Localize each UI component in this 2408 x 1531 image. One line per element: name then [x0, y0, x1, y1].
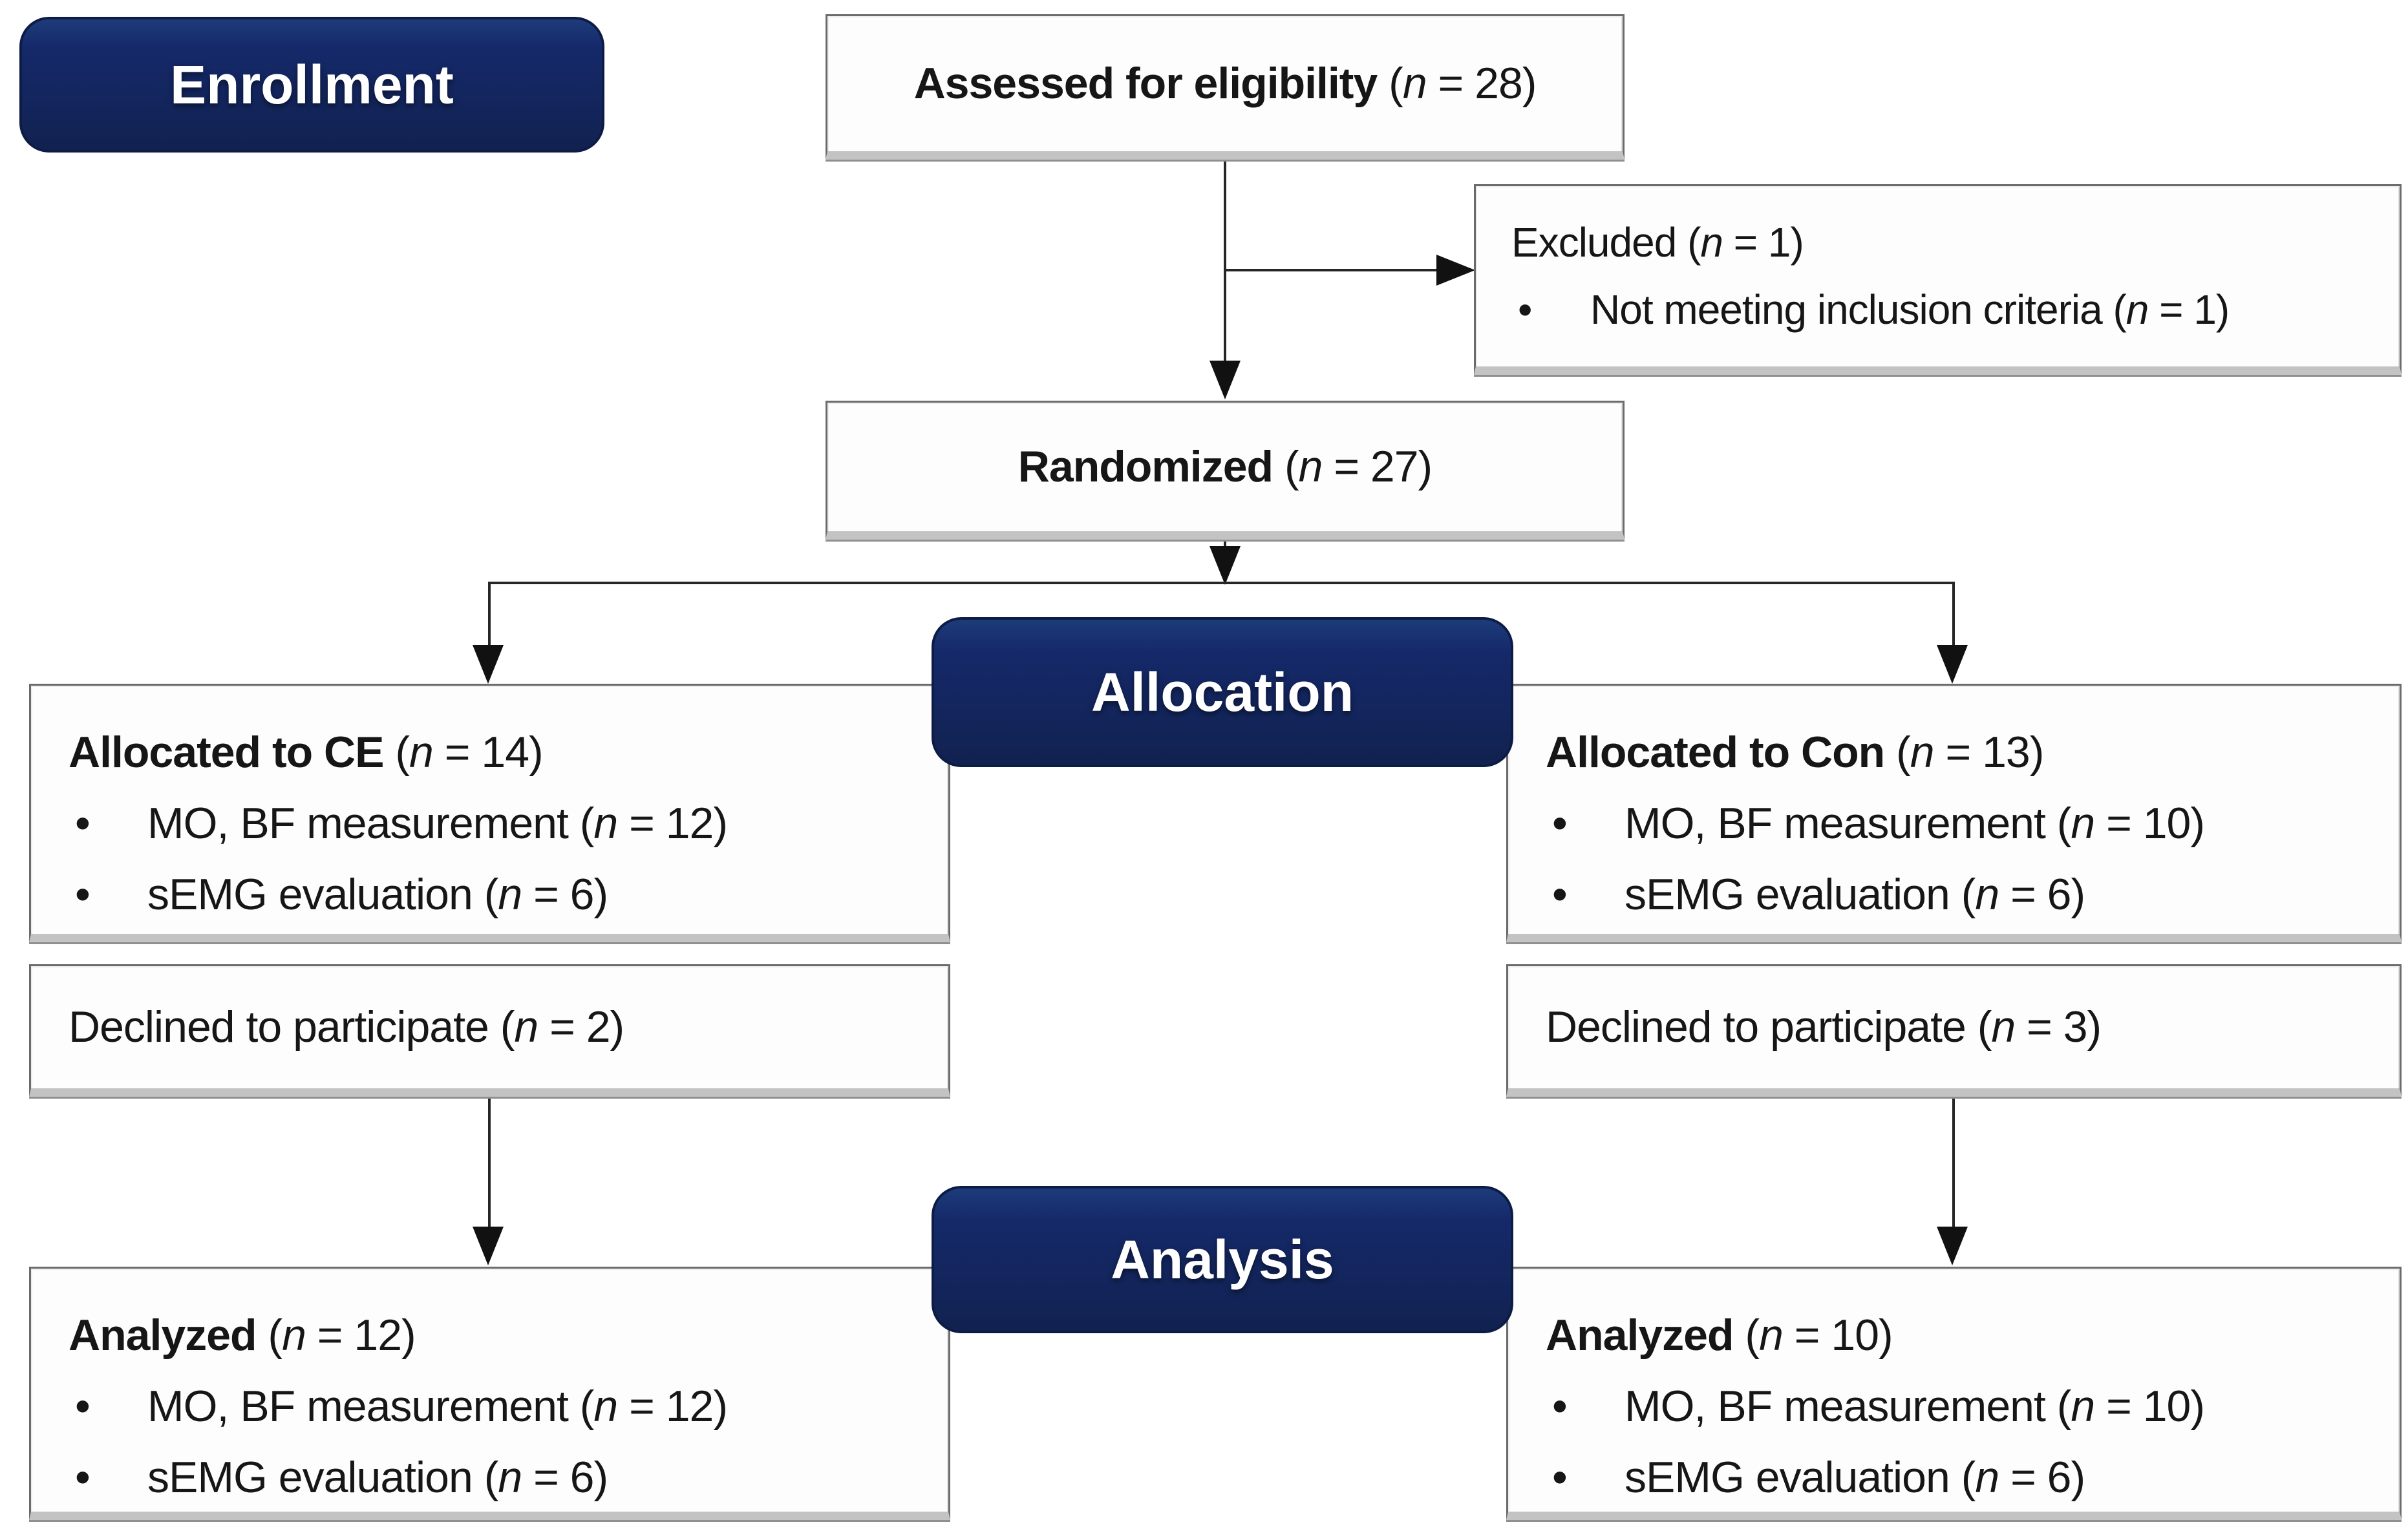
analysis-stage-badge: Analysis — [932, 1186, 1513, 1333]
line-text: Randomized (n = 27) — [1018, 442, 1433, 492]
bullet-marker: • — [75, 1453, 91, 1503]
bullet-marker: • — [1552, 870, 1568, 920]
randomized-box: Randomized (n = 27) — [826, 401, 1625, 540]
arrowhead-into-analyzed-con-icon — [1937, 1227, 1968, 1265]
bullet-marker: • — [75, 870, 91, 920]
allocation-stage-badge: Allocation — [932, 617, 1513, 767]
line-text: Declined to participate (n = 3) — [1546, 1002, 2102, 1052]
text-line: • MO, BF measurement (n = 12) — [69, 1371, 929, 1442]
line-text: sEMG evaluation (n = 6) — [1625, 870, 2085, 920]
bullet-marker: • — [1552, 799, 1568, 849]
line-text: Assessed for eligibility (n = 28) — [913, 59, 1537, 109]
line-text: MO, BF measurement (n = 10) — [1625, 799, 2205, 849]
bullet-marker: • — [75, 799, 91, 849]
connector-allocation-split — [489, 582, 1954, 584]
bullet-marker: • — [1518, 286, 1532, 333]
text-line: • sEMG evaluation (n = 6) — [1546, 1442, 2383, 1513]
text-line: • Not meeting inclusion criteria (n = 1) — [1511, 277, 2383, 344]
connector-split-to-allocated-ce — [488, 582, 491, 646]
arrowhead-into-allocated-ce-icon — [473, 645, 504, 684]
line-text: MO, BF measurement (n = 10) — [1625, 1382, 2205, 1431]
allocated-con-box: Allocated to Con (n = 13) • MO, BF measure… — [1506, 684, 2402, 942]
text-line: • MO, BF measurement (n = 10) — [1546, 1371, 2383, 1442]
line-text: MO, BF measurement (n = 12) — [147, 1382, 728, 1431]
declined-to-participate-ce-box: Declined to participate (n = 2) — [29, 964, 950, 1097]
connector-randomized-to-split — [1224, 540, 1226, 547]
text-line: Allocated to Con (n = 13) — [1546, 717, 2383, 788]
text-line: Declined to participate (n = 2) — [69, 991, 929, 1062]
text-line: Analyzed (n = 10) — [1546, 1300, 2383, 1371]
allocated-ce-box: Allocated to CE (n = 14) • MO, BF measurem… — [29, 684, 950, 942]
line-text: MO, BF measurement (n = 12) — [147, 799, 728, 849]
declined-to-participate-con-box: Declined to participate (n = 3) — [1506, 964, 2402, 1097]
text-line: • MO, BF measurement (n = 12) — [69, 788, 929, 859]
arrowhead-into-excluded-icon — [1436, 255, 1475, 286]
line-text: Allocated to CE (n = 14) — [69, 728, 544, 777]
text-line: • MO, BF measurement (n = 10) — [1546, 788, 2383, 859]
line-text: sEMG evaluation (n = 6) — [147, 870, 608, 920]
arrowhead-into-analyzed-ce-icon — [473, 1227, 504, 1265]
connector-declined-ce-to-analyzed-ce — [488, 1099, 491, 1228]
text-line: Randomized (n = 27) — [1018, 431, 1433, 502]
arrowhead-into-randomized-icon — [1209, 361, 1241, 399]
line-text: Declined to participate (n = 2) — [69, 1002, 624, 1052]
bullet-marker: • — [1552, 1382, 1568, 1431]
line-text: Allocated to Con (n = 13) — [1546, 728, 2044, 777]
excluded-box: Excluded (n = 1) • Not meeting inclusion c… — [1474, 184, 2402, 375]
line-text: Excluded (n = 1) — [1511, 218, 1804, 266]
arrowhead-onto-split-icon — [1209, 546, 1241, 585]
text-line: • sEMG evaluation (n = 6) — [69, 859, 929, 930]
assessed-for-eligibility-box: Assessed for eligibility (n = 28) — [826, 14, 1625, 160]
connector-assessed-to-randomized — [1224, 160, 1226, 362]
connector-split-to-allocated-con — [1952, 582, 1955, 646]
line-text: Not meeting inclusion criteria (n = 1) — [1590, 286, 2230, 333]
connector-branch-to-excluded — [1225, 269, 1436, 271]
line-text: Analyzed (n = 12) — [69, 1311, 416, 1360]
text-line: Analyzed (n = 12) — [69, 1300, 929, 1371]
text-line: Declined to participate (n = 3) — [1546, 991, 2383, 1062]
enrollment-stage-badge: Enrollment — [19, 17, 604, 153]
line-text: Analyzed (n = 10) — [1546, 1311, 1893, 1360]
analyzed-ce-box: Analyzed (n = 12) • MO, BF measurement (n … — [29, 1267, 950, 1520]
arrowhead-into-allocated-con-icon — [1937, 645, 1968, 684]
text-line: Allocated to CE (n = 14) — [69, 717, 929, 788]
line-text: sEMG evaluation (n = 6) — [1625, 1453, 2085, 1503]
line-text: sEMG evaluation (n = 6) — [147, 1453, 608, 1503]
bullet-marker: • — [1552, 1453, 1568, 1503]
text-line: Excluded (n = 1) — [1511, 209, 2383, 277]
text-line: • sEMG evaluation (n = 6) — [69, 1442, 929, 1513]
bullet-marker: • — [75, 1382, 91, 1431]
analyzed-con-box: Analyzed (n = 10) • MO, BF measurement (n … — [1506, 1267, 2402, 1520]
connector-declined-con-to-analyzed-con — [1952, 1099, 1955, 1228]
text-line: • sEMG evaluation (n = 6) — [1546, 859, 2383, 930]
text-line: Assessed for eligibility (n = 28) — [914, 48, 1537, 119]
